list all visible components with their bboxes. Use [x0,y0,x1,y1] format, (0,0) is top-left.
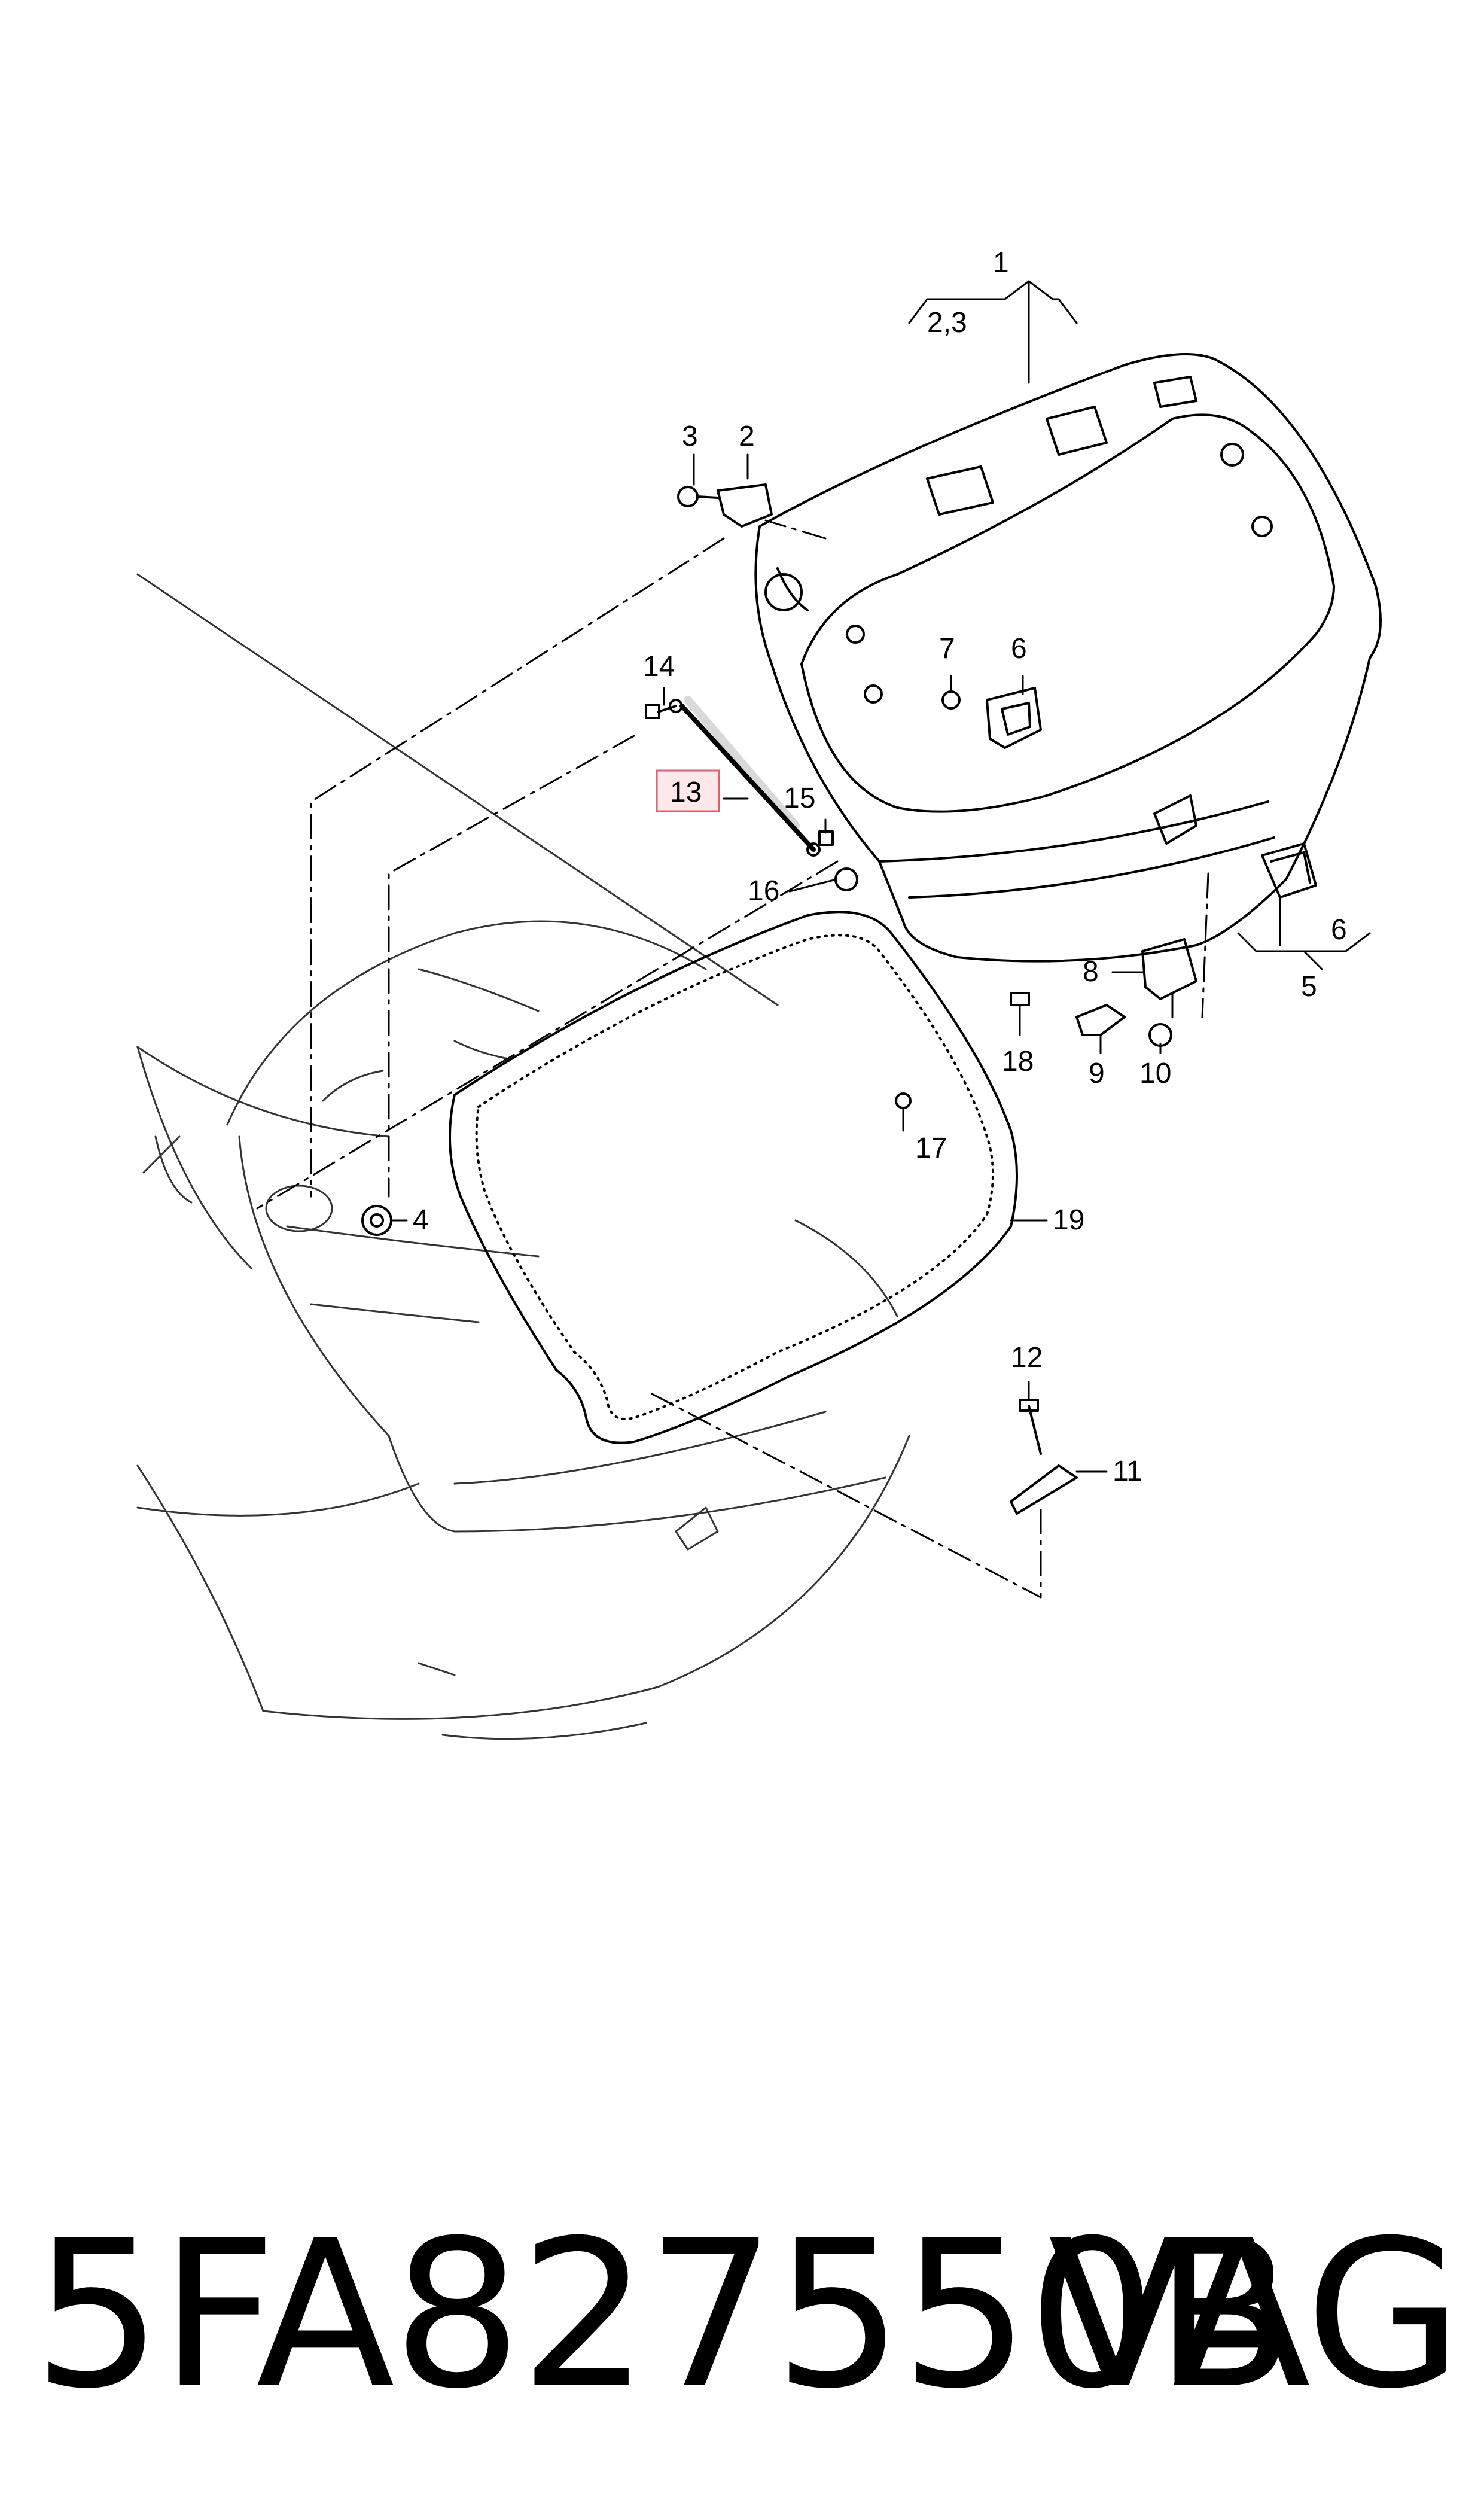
bolt-part-3 [677,486,719,507]
callout-1: 1 [993,247,1009,279]
callout-labels: 1 2,3 2 3 4 5 6 6 7 8 9 10 11 12 13 14 1… [413,247,1347,1487]
tailgate-panel [754,353,1382,963]
bolt-part-12 [1019,1399,1042,1455]
callout-9: 9 [1089,1058,1105,1089]
clip-part-18 [1010,992,1030,1006]
grommet-part-17 [895,1092,912,1109]
callout-6-top: 6 [1011,633,1027,665]
part-number: 5FA827550B [33,2197,1294,2434]
tailgate-seal [449,911,1018,1444]
callout-14: 14 [643,651,675,683]
brand-name: VAG [1048,2197,1462,2434]
leader-lines [391,280,1371,1473]
striker-part-11 [1010,1464,1078,1515]
callout-3: 3 [682,421,698,452]
latch-part-9 [1075,1004,1126,1036]
callout-19: 19 [1053,1204,1084,1236]
callout-13: 13 [670,777,702,808]
callout-2: 2 [739,421,755,452]
nut-part-16 [834,867,858,891]
callout-16: 16 [748,875,779,907]
gas-strut [669,696,821,857]
callout-2-3: 2,3 [927,307,967,339]
callout-6: 6 [1331,914,1347,946]
callout-4: 4 [413,1204,429,1236]
exploded-parts-diagram: 1 2,3 2 3 4 5 6 6 7 8 9 10 11 12 13 14 1… [136,247,1382,1740]
callout-18: 18 [1002,1046,1034,1077]
callout-10: 10 [1139,1058,1171,1089]
nut-part-10 [1148,1023,1172,1047]
lock-part-8 [1141,938,1197,1000]
callout-5: 5 [1301,971,1317,1003]
clip-part-7 [941,690,961,710]
assembly-lines [256,519,1209,1599]
bracket-part-6 [986,687,1042,749]
nut-part-4 [361,1205,392,1236]
callout-8: 8 [1083,956,1099,988]
ball-stud-part-14 [645,704,677,719]
callout-12: 12 [1011,1342,1043,1374]
handle-part-5 [1261,842,1317,899]
callout-15: 15 [784,783,815,814]
hinge-part-2 [717,483,773,528]
callout-11: 11 [1113,1456,1142,1487]
car-body-outline [136,573,910,1740]
ball-stud-part-15 [818,830,834,846]
callout-7: 7 [939,633,955,665]
callout-17: 17 [915,1132,947,1164]
callout-13-highlight [656,769,720,812]
